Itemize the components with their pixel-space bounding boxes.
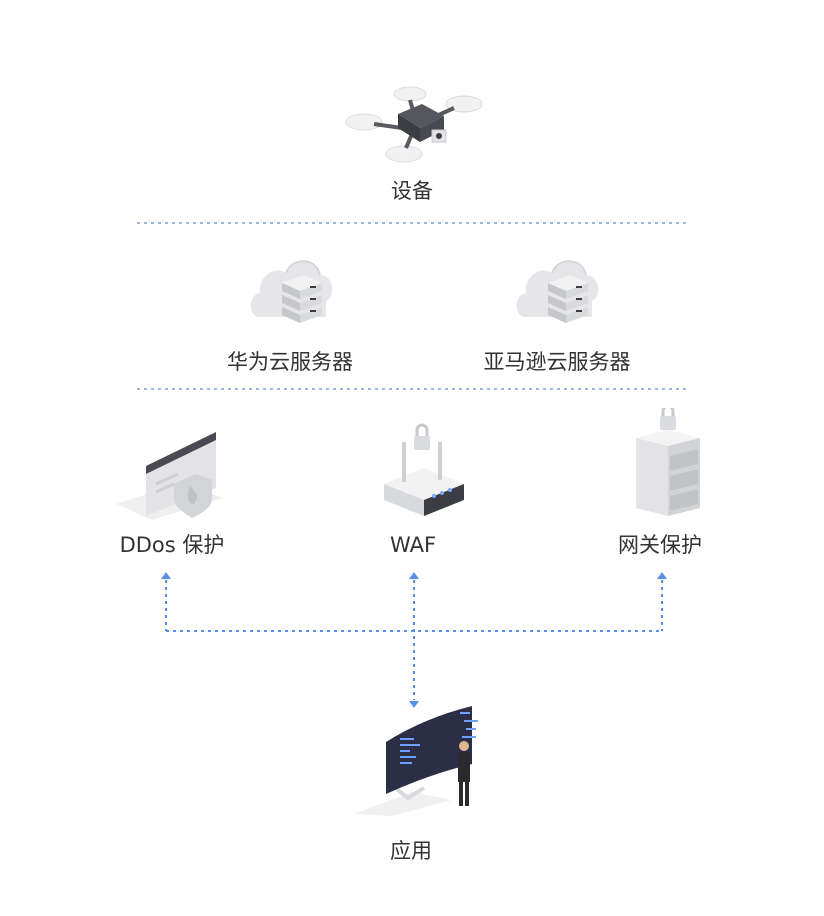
ddos-label: DDos 保护 [119, 533, 225, 557]
cloud-server-icon [516, 260, 599, 323]
cloud-server-icon [250, 260, 333, 323]
amazon-cloud-label: 亚马逊云服务器 [483, 350, 631, 374]
device-label: 设备 [391, 179, 433, 203]
waf-label: WAF [389, 533, 437, 557]
huawei-cloud-label: 华为云服务器 [227, 350, 353, 374]
arrow-up-gateway [657, 572, 667, 579]
gateway-label: 网关保护 [618, 533, 702, 557]
arrow-down-app [409, 701, 419, 708]
arrow-up-waf [409, 572, 419, 579]
router-lock-icon [384, 423, 464, 516]
monitor-person-icon [354, 706, 478, 816]
server-rack-lock-icon [636, 408, 700, 516]
arrow-up-ddos [161, 572, 171, 579]
shield-browser-icon [116, 432, 222, 520]
app-label: 应用 [390, 839, 432, 863]
drone-icon [345, 86, 483, 163]
